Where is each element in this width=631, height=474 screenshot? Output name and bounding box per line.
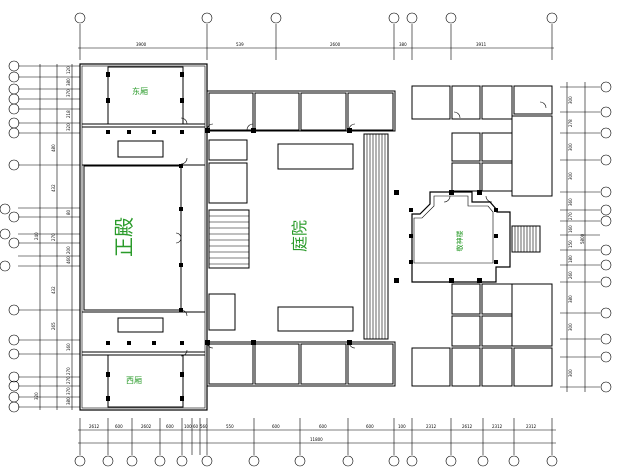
right-dim-12: 300: [568, 323, 573, 331]
left-dim-1: 120: [66, 66, 71, 74]
left-axis-grid: 120 380 370 218 320 480 432 80 270 200 4…: [0, 60, 80, 413]
right-ticks: [560, 86, 600, 388]
left-dim-9: 270: [51, 233, 56, 241]
right-dim-7: 160: [568, 225, 573, 233]
left-ticks: [18, 65, 80, 408]
bottom-dim-4: 600: [166, 424, 174, 429]
bottom-dim-14: 2612: [462, 424, 473, 429]
axis-bubble-icon: [74, 12, 558, 24]
right-dim-3: 300: [568, 143, 573, 151]
bottom-dim-9: 600: [272, 424, 280, 429]
bottom-dim-11: 600: [366, 424, 374, 429]
bottom-ticks: [79, 418, 553, 455]
bottom-total-dim: 11800: [310, 437, 323, 442]
courtyard-label: 庭院: [290, 220, 309, 252]
main-hall-block: 东厢 正殿 西厢: [79, 63, 208, 411]
right-dim-2: 278: [568, 119, 573, 127]
right-dim-1: 300: [568, 96, 573, 104]
right-dim-11: 380: [568, 295, 573, 303]
right-total-dim: 5800: [580, 233, 585, 244]
right-dim-10: 260: [568, 271, 573, 279]
axis-bubble-icon: [74, 455, 558, 467]
top-dim-1: 3900: [136, 42, 147, 47]
door-swing-icon: [206, 123, 356, 349]
left-dim-19: 240: [34, 232, 39, 240]
right-dim-9: 180: [568, 255, 573, 263]
left-dim-7: 432: [51, 184, 56, 192]
right-dim-5: 360: [568, 198, 573, 206]
bottom-dim-1: 2612: [89, 424, 100, 429]
left-dimension-labels: 120 380 370 218 320 480 432 80 270 200 4…: [34, 66, 71, 405]
door-swing-icon: [175, 117, 188, 357]
right-dim-4: 300: [568, 172, 573, 180]
left-dim-5: 320: [66, 123, 71, 131]
bottom-dim-5: 100: [184, 424, 192, 429]
axis-bubble-icon: [0, 60, 20, 413]
left-dim-11: 460: [66, 256, 71, 264]
right-axis-grid: 300 278 300 300 360 270 160 150 180 260 …: [560, 81, 612, 393]
bottom-dim-6: 60: [193, 424, 199, 429]
pavilion-block: 敬神楼: [394, 85, 553, 387]
left-dim-20: 320: [34, 392, 39, 400]
bottom-dim-13: 2312: [426, 424, 437, 429]
left-dim-2: 380: [66, 78, 71, 86]
left-dim-4: 218: [66, 110, 71, 118]
stair-icon: [511, 225, 541, 253]
main-hall-label: 正殿: [112, 217, 136, 257]
bottom-dimension-labels: 2612 600 2602 600 100 60 560 550 600 600…: [89, 424, 537, 442]
left-dim-3: 370: [66, 89, 71, 97]
right-dim-8: 150: [568, 240, 573, 248]
top-dim-3: 2600: [330, 42, 341, 47]
top-axis-grid: 3900 539 2600 380 3911: [74, 12, 558, 60]
bottom-dim-7: 560: [200, 424, 208, 429]
right-dimension-labels: 300 278 300 300 360 270 160 150 180 260 …: [568, 96, 585, 377]
door-swing-icon: [443, 101, 547, 203]
east-wing-label: 东厢: [132, 86, 148, 96]
left-dim-13: 265: [51, 322, 56, 330]
bottom-axis-grid: 2612 600 2602 600 100 60 560 550 600 600…: [74, 418, 558, 467]
bottom-dim-10: 600: [319, 424, 327, 429]
right-dim-13: 300: [568, 369, 573, 377]
pavilion-label: 敬神楼: [455, 231, 464, 252]
axis-bubble-icon: [600, 81, 612, 393]
left-dim-14: 160: [66, 343, 71, 351]
courtyard-block: 庭院: [205, 90, 396, 387]
bottom-dim-15: 2312: [492, 424, 503, 429]
bottom-dim-8: 550: [226, 424, 234, 429]
stair-icon: [208, 209, 250, 269]
left-dim-12: 432: [51, 286, 56, 294]
left-dim-10: 200: [66, 246, 71, 254]
bottom-dim-3: 2602: [141, 424, 152, 429]
stair-icon: [363, 133, 389, 340]
left-dim-18: 380: [66, 397, 71, 405]
top-dim-5: 3911: [476, 42, 487, 47]
top-dim-4: 380: [399, 42, 407, 47]
right-dim-6: 270: [568, 212, 573, 220]
left-dim-16: 270: [66, 376, 71, 384]
left-dim-8: 80: [66, 209, 71, 215]
east-wing-room: [82, 66, 205, 166]
bottom-dim-2: 600: [115, 424, 123, 429]
column-icon: [205, 128, 352, 345]
bottom-dim-12: 100: [398, 424, 406, 429]
top-dim-2: 539: [236, 42, 244, 47]
left-dim-15: 270: [66, 367, 71, 375]
bottom-dim-16: 2312: [526, 424, 537, 429]
left-dim-17: 370: [66, 387, 71, 395]
west-wing-label: 西厢: [126, 376, 142, 385]
column-icon: [394, 190, 498, 283]
left-dim-6: 480: [51, 144, 56, 152]
